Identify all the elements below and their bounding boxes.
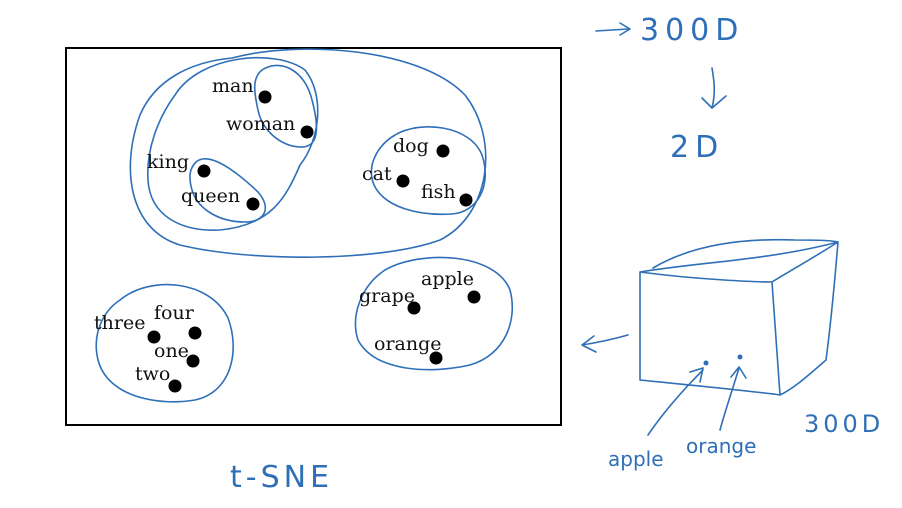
king-queen-cluster-outline bbox=[189, 158, 267, 223]
word-label-dog: dog bbox=[393, 135, 429, 157]
word-label-woman: woman bbox=[226, 113, 295, 135]
arrow-to-cube-orange-icon bbox=[719, 366, 747, 431]
point-cat bbox=[396, 174, 410, 188]
cube-point-orange bbox=[737, 354, 743, 360]
word-label-three: three bbox=[94, 312, 145, 334]
word-label-queen: queen bbox=[181, 185, 240, 207]
annotation-300d-cube: 300D bbox=[804, 410, 884, 438]
point-woman bbox=[300, 125, 314, 139]
word-label-four: four bbox=[154, 302, 195, 324]
arrow-down-icon bbox=[701, 67, 727, 109]
word-label-orange: orange bbox=[374, 333, 442, 355]
annotation-300d-top: 300D bbox=[640, 13, 744, 48]
word-label-fish: fish bbox=[421, 181, 456, 203]
arrow-to-cube-apple-icon bbox=[647, 367, 704, 436]
embedding-frame bbox=[65, 47, 562, 426]
annotation-cube-orange: orange bbox=[686, 434, 756, 458]
point-three bbox=[147, 330, 161, 344]
point-apple bbox=[467, 290, 481, 304]
point-two bbox=[168, 379, 182, 393]
word-label-one: one bbox=[154, 340, 189, 362]
point-queen bbox=[246, 197, 260, 211]
fruits-cluster-outline bbox=[354, 256, 514, 371]
word-label-cat: cat bbox=[362, 163, 392, 185]
cube-point-apple bbox=[703, 360, 709, 366]
point-man bbox=[258, 90, 272, 104]
point-dog bbox=[436, 144, 450, 158]
man-woman-cluster-outline bbox=[253, 64, 318, 148]
people-inner-cluster-outline bbox=[147, 56, 319, 231]
word-label-man: man bbox=[212, 75, 254, 97]
animals-cluster-outline bbox=[370, 126, 487, 216]
point-one bbox=[186, 354, 200, 368]
numbers-cluster-outline bbox=[95, 283, 234, 403]
point-orange bbox=[429, 351, 443, 365]
arrow-to-embedding-icon bbox=[581, 334, 629, 353]
word-label-two: two bbox=[135, 363, 170, 385]
annotation-cube-apple: apple bbox=[608, 447, 664, 471]
arrow-to-300d-icon bbox=[595, 22, 631, 36]
method-label: t-SNE bbox=[230, 460, 333, 495]
word-label-grape: grape bbox=[359, 285, 415, 307]
word-label-king: king bbox=[147, 151, 189, 173]
word-label-apple: apple bbox=[421, 268, 474, 290]
annotation-2d-top: 2D bbox=[670, 130, 724, 165]
point-four bbox=[188, 326, 202, 340]
cube-sketch bbox=[639, 238, 839, 396]
point-fish bbox=[459, 193, 473, 207]
people-outer-cluster-outline bbox=[129, 48, 487, 258]
point-grape bbox=[407, 301, 421, 315]
point-king bbox=[197, 164, 211, 178]
